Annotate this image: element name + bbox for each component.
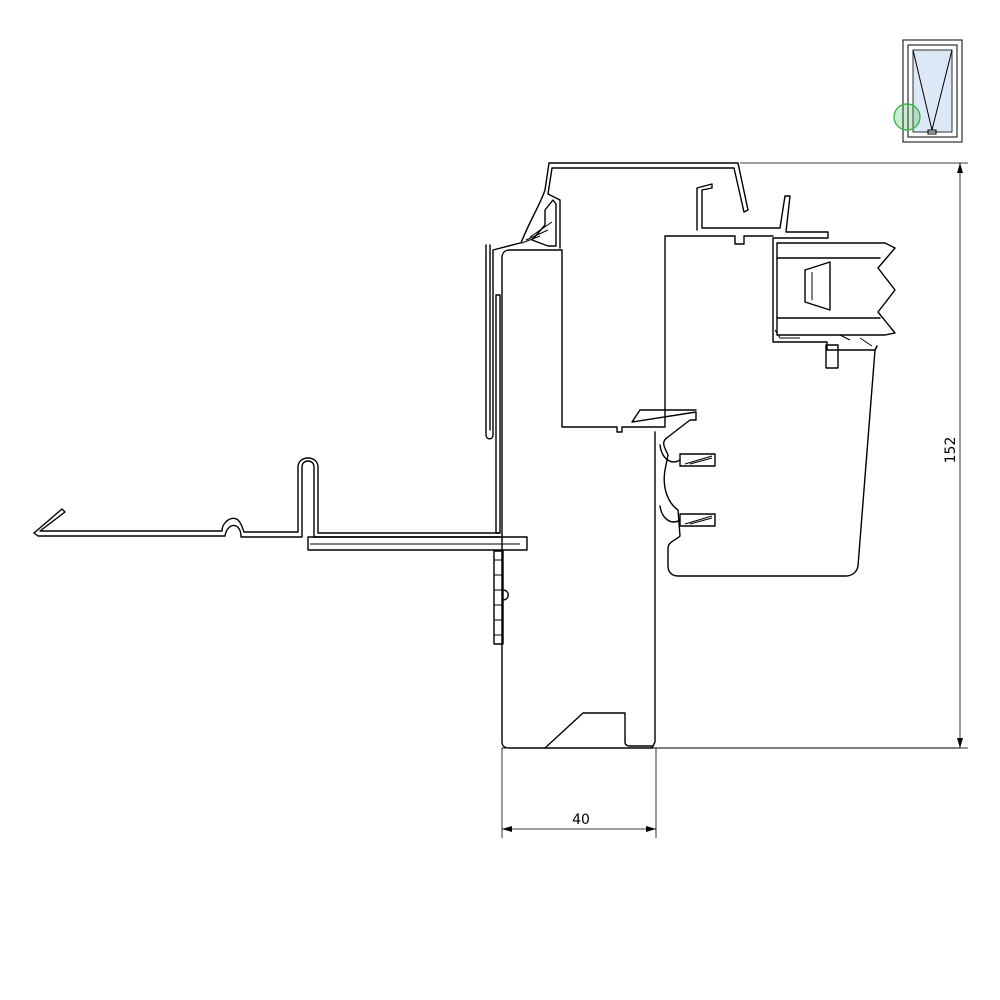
glass-unit <box>776 242 896 336</box>
height-dimension-label: 152 <box>943 437 959 464</box>
width-dimension-label: 40 <box>572 812 590 828</box>
glazing-gaskets <box>659 444 716 527</box>
height-dimension: 152 <box>740 162 968 749</box>
window-sill-flashing <box>33 457 501 538</box>
sill-bracket <box>307 536 528 645</box>
external-flashing-leg <box>485 242 521 534</box>
section-marker <box>893 103 921 131</box>
window-position-thumbnail-icon[interactable] <box>893 39 963 143</box>
width-dimension: 40 <box>501 748 657 838</box>
head-cap-profile <box>520 162 749 249</box>
frame-profile <box>501 235 960 749</box>
